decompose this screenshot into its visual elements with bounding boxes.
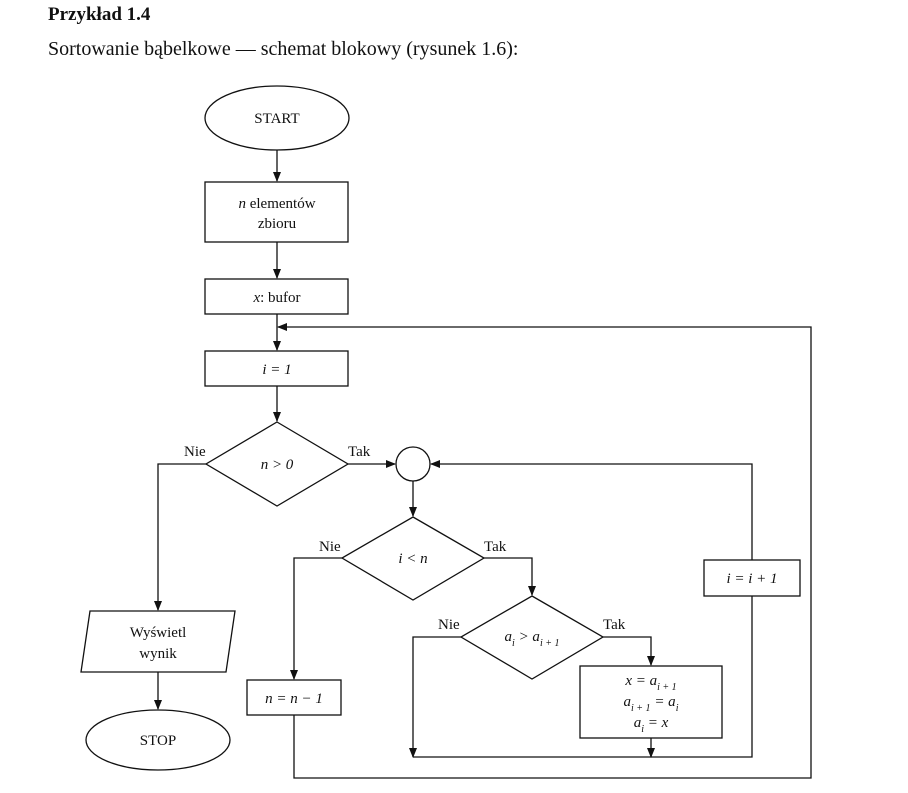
stop-label: STOP bbox=[140, 733, 176, 749]
condition-n-diamond: n > 0 bbox=[204, 421, 350, 507]
swap-line2: ai + 1 = ai bbox=[624, 694, 679, 714]
start-terminator: START bbox=[204, 85, 350, 151]
increment-i-block: i = i + 1 bbox=[703, 559, 801, 597]
edge-label-a-no: Nie bbox=[438, 617, 460, 633]
figure-caption: Sortowanie bąbelkowe — schemat blokowy (… bbox=[48, 38, 519, 60]
edge-label-a-yes: Tak bbox=[603, 617, 626, 633]
condition-i-diamond: i < n bbox=[340, 516, 486, 601]
start-label: START bbox=[254, 111, 299, 127]
condition-a-label: ai > ai + 1 bbox=[505, 629, 560, 649]
swap-block: x = ai + 1 ai + 1 = ai ai = x bbox=[579, 665, 723, 739]
edge-label-n-no: Nie bbox=[184, 444, 206, 460]
edge-cond-i-yes bbox=[484, 557, 536, 596]
input-label-line2: zbioru bbox=[258, 216, 297, 232]
init-i-label: i = 1 bbox=[262, 362, 291, 378]
buffer-block: x: bufor bbox=[204, 278, 349, 315]
swap-line1: x = ai + 1 bbox=[624, 673, 676, 693]
init-i-block: i = 1 bbox=[204, 350, 349, 387]
output-label-line2: wynik bbox=[139, 646, 177, 662]
edge-label-i-no: Nie bbox=[319, 539, 341, 555]
edge-cond-i-no bbox=[290, 557, 342, 680]
condition-a-diamond: ai > ai + 1 bbox=[459, 595, 605, 680]
output-parallelogram: Wyświetl wynik bbox=[80, 610, 236, 673]
edge-label-i-yes: Tak bbox=[484, 539, 507, 555]
edge-merge-to-increment bbox=[413, 596, 753, 758]
loop-connector-circle bbox=[395, 446, 431, 482]
example-heading: Przykład 1.4 bbox=[48, 4, 151, 25]
condition-n-label: n > 0 bbox=[261, 457, 294, 473]
edge-cond-n-no bbox=[154, 463, 206, 611]
buffer-label: x: bufor bbox=[252, 290, 300, 306]
swap-line3: ai = x bbox=[634, 715, 669, 735]
stop-terminator: STOP bbox=[85, 709, 231, 771]
increment-i-label: i = i + 1 bbox=[726, 571, 777, 587]
input-label-line1: n elementów bbox=[238, 196, 315, 212]
output-label-line1: Wyświetl bbox=[130, 625, 187, 641]
edge-outer-loop-return bbox=[277, 323, 812, 779]
edge-label-n-yes: Tak bbox=[348, 444, 371, 460]
edge-cond-a-yes bbox=[603, 636, 655, 666]
input-block: n elementów zbioru bbox=[204, 181, 349, 243]
edge-increment-return bbox=[430, 460, 753, 560]
decrement-n-block: n = n − 1 bbox=[246, 679, 342, 716]
condition-i-label: i < n bbox=[398, 551, 427, 567]
decrement-n-label: n = n − 1 bbox=[265, 691, 323, 707]
edge-cond-a-no bbox=[409, 636, 461, 758]
